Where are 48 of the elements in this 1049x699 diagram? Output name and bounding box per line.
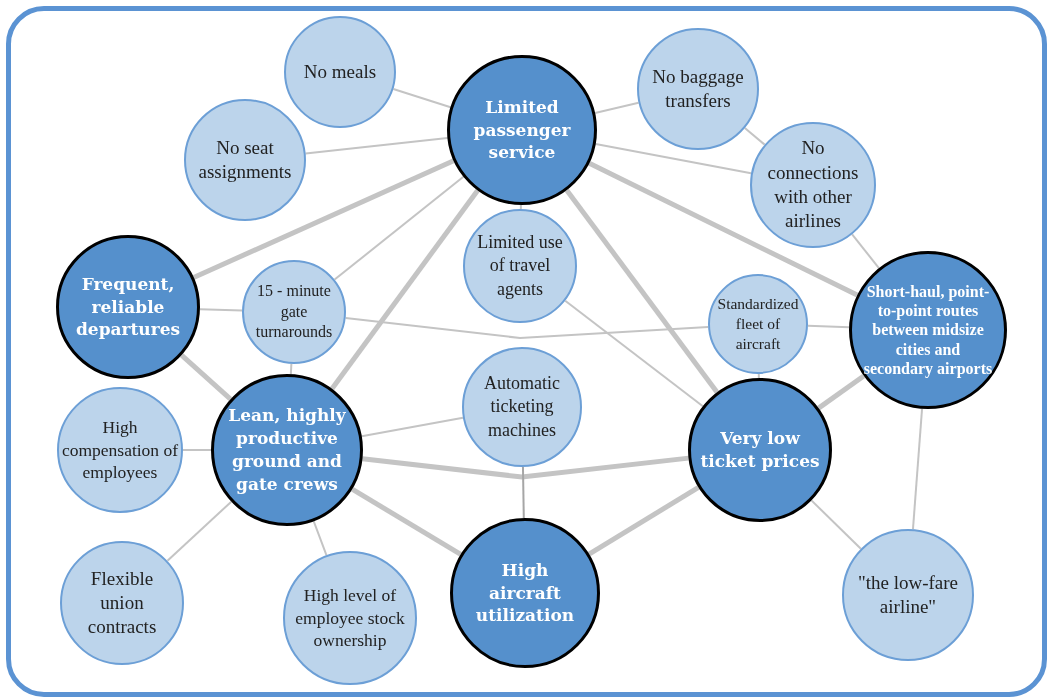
connector-line	[344, 316, 710, 339]
activity-label: Frequent, reliable departures	[74, 272, 182, 342]
connector-line	[564, 188, 720, 394]
connector-line	[192, 158, 455, 280]
activity-label: Short-haul, point-to-point routes between midsize cities and secondary airports	[862, 282, 994, 378]
activity-label: Automatic ticketing machines	[483, 372, 561, 442]
connector-line	[329, 188, 480, 391]
activity-label: High aircraft utilization	[474, 558, 576, 628]
connector-line	[851, 233, 880, 270]
connector-line	[519, 204, 522, 210]
connector-line	[757, 373, 760, 379]
connector-line	[743, 127, 766, 146]
connector-line	[289, 362, 293, 376]
connector-line	[806, 324, 851, 329]
connector-line	[564, 299, 704, 408]
activity-label: Limited passenger service	[472, 95, 572, 165]
connector-line	[312, 520, 328, 557]
connector-line	[333, 175, 465, 281]
connector-line	[587, 485, 700, 557]
connector-line	[166, 500, 233, 562]
connector-line	[182, 449, 212, 451]
connector-line	[179, 353, 233, 402]
activity-label: Very low ticket prices	[699, 427, 821, 473]
activity-label: Flexible union contracts	[86, 566, 158, 640]
connector-line	[198, 308, 243, 312]
activity-label: Limited use of travel agents	[476, 231, 564, 301]
connector-line	[304, 137, 449, 155]
connector-line	[594, 101, 640, 114]
activity-label: High level of employee stock ownership	[294, 584, 406, 652]
connector-line	[350, 487, 462, 557]
connector-line	[594, 142, 753, 175]
connector-line	[392, 88, 452, 109]
connector-line	[588, 160, 859, 298]
connector-line	[810, 499, 862, 550]
activity-label: Standardized fleet of aircraft	[716, 294, 800, 354]
activity-label: No meals	[302, 59, 378, 84]
connector-line	[817, 373, 866, 411]
connector-line	[521, 466, 525, 519]
connector-line	[360, 416, 464, 438]
activity-label: 15 - minute gate turnarounds	[254, 281, 334, 343]
activity-label: Lean, highly productive ground and gate crews	[227, 404, 347, 496]
activity-label: High compensation of employees	[60, 416, 180, 484]
activity-label: No connections with other airlines	[766, 136, 860, 234]
connector-line	[911, 407, 924, 531]
connector-line	[362, 455, 689, 480]
activity-label: "the low-fare airline"	[856, 570, 960, 619]
activity-label: No seat assignments	[197, 135, 293, 184]
activity-label: No baggage transfers	[651, 64, 745, 113]
